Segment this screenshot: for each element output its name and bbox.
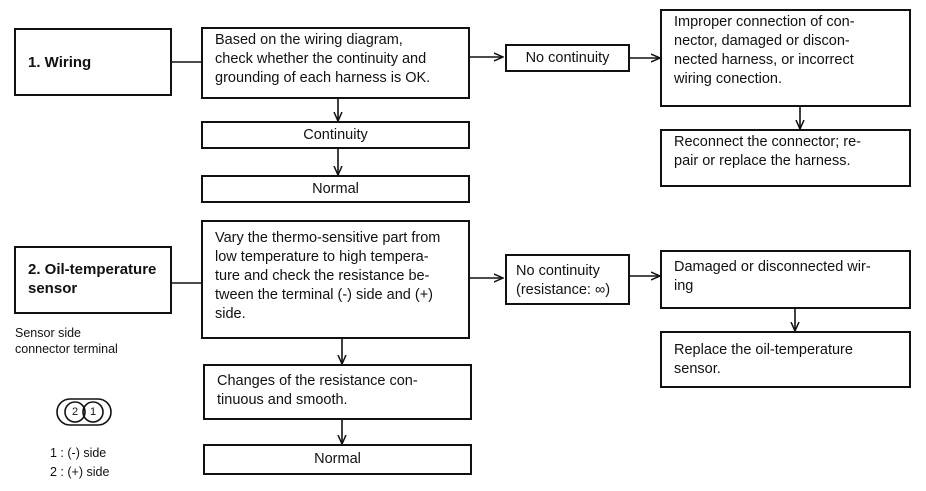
- sensor-check-box: Vary the thermo-sensitive part from low …: [201, 220, 470, 339]
- pin-2-label: 2: [71, 406, 79, 418]
- legend-plus-side: 2 : (+) side: [50, 465, 110, 479]
- sensor-cause-box: Damaged or disconnected wir- ing: [660, 250, 911, 309]
- sensor-no-continuity-box: No continuity (resistance: ∞): [505, 254, 630, 305]
- wiring-cause-box: Improper connection of con- nector, dama…: [660, 9, 911, 107]
- sensor-changes-box: Changes of the resistance con- tinuous a…: [203, 364, 472, 420]
- wiring-remedy-box: Reconnect the connector; re- pair or rep…: [660, 129, 911, 187]
- pin-1-label: 1: [89, 406, 97, 418]
- wiring-no-continuity-box: No continuity: [505, 44, 630, 72]
- legend-minus-side: 1 : (-) side: [50, 446, 107, 460]
- wiring-check-box: Based on the wiring diagram, check wheth…: [201, 27, 470, 99]
- connector-terminal-icon: [56, 398, 112, 426]
- connector-caption: Sensor side connector terminal: [15, 326, 118, 356]
- sensor-remedy-box: Replace the oil-temperature sensor.: [660, 331, 911, 388]
- sensor-normal-box: Normal: [203, 444, 472, 475]
- step-wiring-label: 1. Wiring: [14, 28, 172, 96]
- wiring-normal-box: Normal: [201, 175, 470, 203]
- wiring-continuity-box: Continuity: [201, 121, 470, 149]
- step-oil-temperature-sensor-label: 2. Oil-temperature sensor: [14, 246, 172, 314]
